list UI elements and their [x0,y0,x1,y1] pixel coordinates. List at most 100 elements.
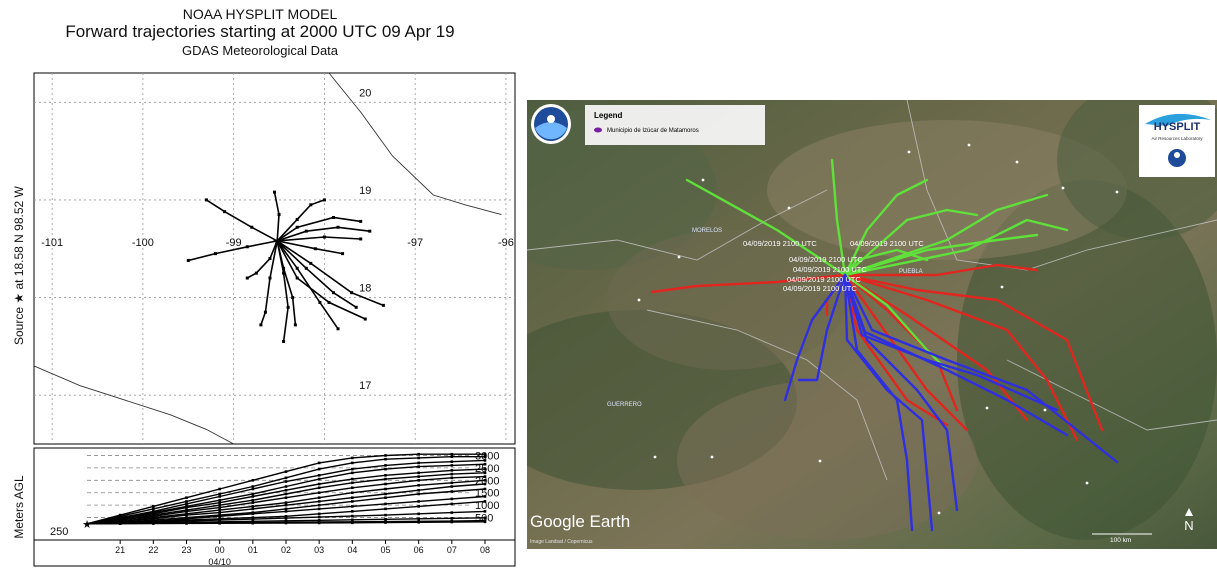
trajectory-marker [186,258,190,262]
height-profile-marker [284,515,288,518]
legend-title: Legend [594,111,623,120]
trajectory-marker [341,252,345,256]
trajectory-marker [250,225,254,229]
height-profile-marker [317,503,321,507]
height-profile-marker [384,467,387,471]
green-trajectory [843,178,929,277]
trajectory-marker [313,247,317,251]
height-profile-marker [251,485,255,488]
trajectory-marker [295,266,299,270]
blue-trajectory [797,273,847,382]
height-profile-marker [351,461,354,465]
red-trajectory [843,273,1104,432]
height-profile-marker [351,510,354,513]
height-profile-marker [351,505,354,508]
height-profile-marker [417,505,420,508]
time-tick-label: 07 [447,545,457,555]
red-trajectory [843,273,1029,422]
green-trajectory [685,178,847,277]
trajectory-marker [354,305,358,309]
blue-trajectory [843,273,914,532]
green-trajectory [843,218,1069,277]
height-profile-marker [351,496,354,499]
noaa-logo-bird [547,115,555,123]
town-dot [787,206,791,210]
height-profile-marker [483,482,487,486]
height-profile-marker [317,482,321,486]
height-profile-marker [317,507,321,511]
height-profile-marker [450,455,454,458]
height-profile-marker [218,511,221,514]
height-profile-marker [483,516,487,520]
height-profile-marker [483,487,487,491]
height-profile-marker [152,505,155,508]
trajectory-time-label: 04/09/2019 2100 UTC [850,239,924,248]
height-profile-marker [483,500,487,503]
state-label-puebla: PUEBLA [899,269,923,275]
time-tick-label: 02 [281,545,291,555]
height-profile-marker [384,513,387,517]
height-profile-marker [284,496,288,499]
height-profile-marker [251,517,255,521]
red-trajectory [843,273,949,427]
trajectory-time-label: 04/09/2019 2100 UTC [793,265,867,274]
height-profile-marker [450,464,454,467]
lat-tick-label: 19 [359,185,371,197]
height-profile-marker [284,501,288,504]
coastline-gulf [328,72,502,216]
imagery-attribution: Image Landsat / Copernicus [530,539,593,545]
height-profile-marker [251,492,255,496]
town-dot [818,459,822,463]
height-profile-marker [251,498,255,502]
trajectory-line [276,226,370,242]
state-label-morelos: MORELOS [692,228,722,234]
height-profile-marker [185,500,188,503]
height-profile-marker [384,482,387,486]
blue-trajectory [783,273,847,402]
green-trajectory [843,248,929,277]
height-profile-marker [218,506,221,509]
height-profile-marker [351,471,354,475]
height-profile-marker [417,456,420,460]
height-profile-marker [483,462,487,466]
trajectory-marker [204,198,208,202]
height-profile-marker [284,476,288,480]
height-profile-marker [218,498,221,502]
height-profile-marker [218,518,221,522]
height-profile-marker [483,455,487,458]
trajectory-marker [331,291,335,295]
height-profile-marker [218,495,221,498]
height-profile-marker [384,502,387,506]
height-profile-marker [218,501,221,504]
blue-trajectory [843,273,1119,464]
height-profile-marker [417,479,420,482]
height-profile-marker [251,487,255,491]
town-dot [967,143,971,147]
red-trajectory [843,273,959,412]
state-border [646,309,888,481]
trajectory-marker [295,276,299,280]
height-profile-marker [384,518,387,521]
height-profile-marker [351,491,354,495]
lat-tick-label: 18 [359,283,371,295]
height-profile-marker [185,513,188,517]
height-profile-marker [417,471,420,475]
trajectory-marker [363,317,367,321]
trajectory-marker [282,266,286,270]
height-profile-marker [450,485,454,488]
height-profile-marker [152,522,155,525]
time-tick-label: 23 [181,545,191,555]
time-tick-label: 08 [480,545,490,555]
green-trajectory [843,208,979,277]
height-profile-marker [483,467,487,471]
town-dot [1000,285,1004,289]
height-profile-marker [284,516,288,520]
height-profile-marker [218,492,221,496]
height-profile-marker [284,503,288,507]
height-profile-marker [317,521,321,525]
trajectory-line [205,199,278,242]
trajectory-marker [214,252,218,256]
trajectory-marker [293,323,297,327]
height-profile-marker [351,477,354,481]
green-trajectory [843,233,1039,277]
